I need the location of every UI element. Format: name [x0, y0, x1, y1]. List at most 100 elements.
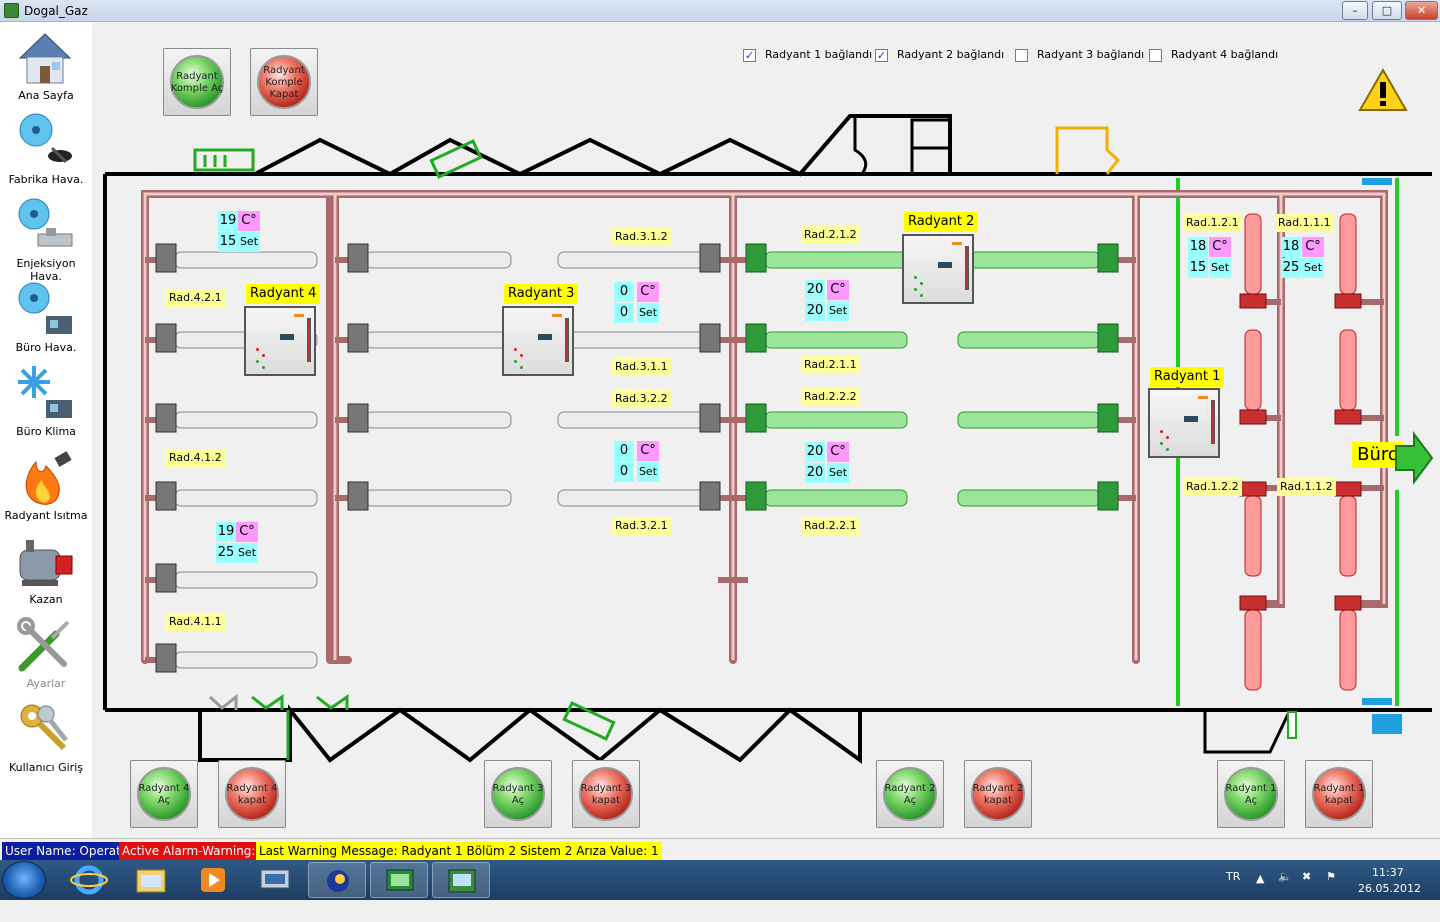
setpoint-value[interactable]: 0: [614, 303, 634, 323]
sidebar-item-user-login[interactable]: Kullanıcı Giriş: [0, 694, 92, 778]
setpoint-button[interactable]: Set: [238, 232, 260, 252]
taskbar-ie-icon[interactable]: [60, 862, 118, 898]
start-button[interactable]: [2, 861, 46, 899]
fan-machine-icon: [18, 198, 73, 247]
setpoint-button[interactable]: Set: [827, 301, 849, 321]
language-indicator[interactable]: TR: [1226, 870, 1241, 883]
cabinet-radyant-1[interactable]: [1148, 388, 1220, 458]
sidebar-item-office-ac[interactable]: Büro Klima: [0, 358, 92, 442]
plant-schematic: [103, 114, 1432, 764]
sidebar-item-label: Enjeksiyon Hava.: [16, 257, 76, 283]
taskbar-monitor-icon[interactable]: [370, 862, 428, 898]
temperature-value: 18: [1188, 237, 1208, 257]
radiator-label-2-2-1: Rad.2.2.1: [801, 517, 860, 535]
clock-date[interactable]: 26.05.2012: [1358, 882, 1421, 895]
arrow-right-icon[interactable]: [1394, 430, 1434, 490]
setpoint-value[interactable]: 15: [1188, 258, 1208, 278]
radyant-2-close-button[interactable]: Radyant 2 kapat: [964, 760, 1032, 828]
checkbox-box[interactable]: ✓: [875, 49, 888, 62]
keys-icon: [20, 704, 68, 751]
network-error-icon[interactable]: ✖: [1302, 870, 1312, 883]
fan-icon: [19, 113, 72, 164]
radyant-1-open-button[interactable]: Radyant 1 Aç: [1217, 760, 1285, 828]
button-label: Radyant 2 kapat: [972, 783, 1024, 806]
sidebar-item-radiant-heating[interactable]: Radyant Isıtma: [0, 442, 92, 526]
red-orb-icon: [1312, 767, 1366, 821]
button-label: Radyant 2 Aç: [884, 783, 936, 806]
button-label: Radyant 3 kapat: [580, 783, 632, 806]
setpoint-value[interactable]: 15: [218, 232, 238, 252]
taskbar-app-icon[interactable]: [308, 862, 366, 898]
temperature-unit: C°: [637, 441, 659, 461]
alarm-status[interactable]: Active Alarm-Warning: 6: [119, 842, 270, 860]
speaker-icon[interactable]: 🔈: [1278, 870, 1292, 883]
checkbox-box[interactable]: ✓: [743, 49, 756, 62]
radiator-label-1-1-1: Rad.1.1.1: [1275, 214, 1334, 232]
red-orb-icon: [579, 767, 633, 821]
sidebar-item-label: Büro Klima: [16, 425, 76, 438]
setpoint-button[interactable]: Set: [637, 462, 659, 482]
checkbox-box[interactable]: [1149, 49, 1162, 62]
radyant-4-open-button[interactable]: Radyant 4 Aç: [130, 760, 198, 828]
radyant-1-close-button[interactable]: Radyant 1 kapat: [1305, 760, 1373, 828]
setpoint-button[interactable]: Set: [1302, 258, 1324, 278]
clock-time[interactable]: 11:37: [1372, 866, 1404, 879]
setpoint-button[interactable]: Set: [637, 303, 659, 323]
radyant-2-open-button[interactable]: Radyant 2 Aç: [876, 760, 944, 828]
sidebar-item-settings[interactable]: Ayarlar: [0, 610, 92, 694]
action-center-icon[interactable]: ⚑: [1326, 870, 1336, 883]
sidebar-item-office-air[interactable]: Büro Hava.: [0, 274, 92, 358]
radyant-4-close-button[interactable]: Radyant 4 kapat: [218, 760, 286, 828]
setpoint-button[interactable]: Set: [827, 463, 849, 483]
taskbar-media-icon[interactable]: [184, 862, 242, 898]
cabinet-radyant-3[interactable]: [502, 306, 574, 376]
setpoint-button[interactable]: Set: [1209, 258, 1231, 278]
checkbox-label: Radyant 3 bağlandı: [1037, 48, 1145, 61]
setpoint-value[interactable]: 25: [216, 543, 236, 563]
minimize-button[interactable]: –: [1342, 1, 1368, 20]
cabinet-radyant-4[interactable]: [244, 306, 316, 376]
setpoint-value[interactable]: 20: [805, 463, 825, 483]
warning-icon[interactable]: [1358, 68, 1408, 112]
button-label: Radyant Komple Aç: [170, 71, 224, 94]
temperature-value: 19: [216, 522, 236, 542]
radiator-label-4-2-1: Rad.4.2.1: [166, 289, 225, 307]
cabinet-title-radyant-2: Radyant 2: [904, 212, 979, 232]
radiator-label-2-1-2: Rad.2.1.2: [801, 226, 860, 244]
taskbar: TR ▲ 🔈 ✖ ⚑ 11:37 26.05.2012: [0, 860, 1440, 900]
flame-icon: [25, 451, 72, 505]
checkbox-box[interactable]: [1015, 49, 1028, 62]
all-open-button[interactable]: Radyant Komple Aç: [163, 48, 231, 116]
tray-expand-icon[interactable]: ▲: [1256, 872, 1265, 885]
temperature-unit: C°: [827, 280, 849, 300]
temperature-unit: C°: [1302, 237, 1324, 257]
all-close-button[interactable]: Radyant Komple Kapat: [250, 48, 318, 116]
taskbar-network-icon[interactable]: [246, 862, 304, 898]
setpoint-value[interactable]: 25: [1281, 258, 1301, 278]
sidebar-item-boiler[interactable]: Kazan: [0, 526, 92, 610]
taskbar-explorer-icon[interactable]: [122, 862, 180, 898]
window-title: Dogal_Gaz: [24, 4, 88, 18]
sidebar-item-factory-air[interactable]: Fabrika Hava.: [0, 106, 92, 190]
green-orb-icon: [137, 767, 191, 821]
sidebar-item-injection-air[interactable]: Enjeksiyon Hava.: [0, 190, 92, 283]
sidebar-item-home[interactable]: Ana Sayfa: [0, 22, 92, 106]
maximize-button[interactable]: □: [1372, 1, 1402, 20]
button-label: Radyant 1 Aç: [1225, 783, 1277, 806]
checkbox-label: Radyant 1 bağlandı: [765, 48, 873, 61]
close-button[interactable]: ✕: [1405, 1, 1438, 20]
sidebar-item-label: Kazan: [29, 593, 63, 606]
temperature-unit: C°: [1209, 237, 1231, 257]
user-status: User Name: Operatör: [2, 842, 137, 860]
setpoint-value[interactable]: 0: [614, 462, 634, 482]
radyant-3-close-button[interactable]: Radyant 3 kapat: [572, 760, 640, 828]
radiator-label-3-1-2: Rad.3.1.2: [612, 228, 671, 246]
setpoint-value[interactable]: 20: [805, 301, 825, 321]
button-label: Radyant Komple Kapat: [263, 65, 305, 100]
radyant-3-open-button[interactable]: Radyant 3 Aç: [484, 760, 552, 828]
temperature-value: 20: [805, 442, 825, 462]
taskbar-dogal-gaz-icon[interactable]: [432, 862, 490, 898]
setpoint-button[interactable]: Set: [236, 543, 258, 563]
sidebar-item-label: Fabrika Hava.: [8, 173, 84, 186]
cabinet-radyant-2[interactable]: [902, 234, 974, 304]
